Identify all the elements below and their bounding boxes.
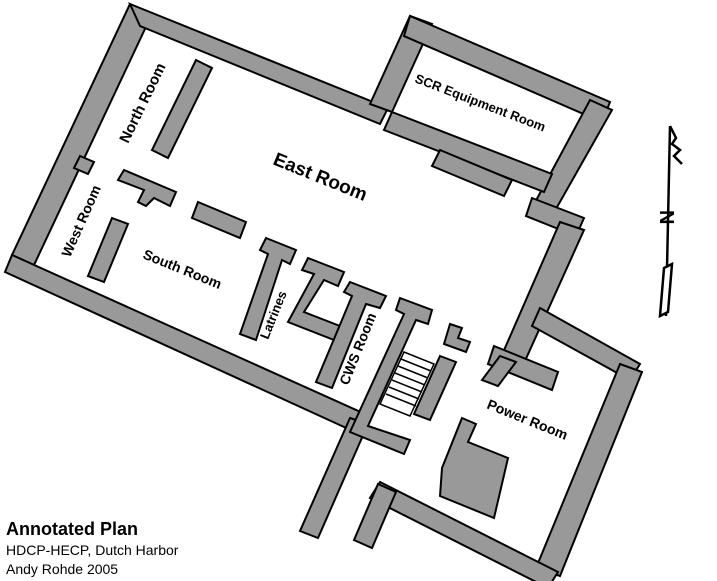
wall-stair-east <box>412 354 458 422</box>
stair-tread <box>400 358 432 372</box>
label-east-room: East Room <box>270 149 370 206</box>
wall-cws-post <box>442 322 472 354</box>
wall-cws-east <box>348 296 434 456</box>
north-letter: N <box>655 210 677 224</box>
wall-power-post <box>480 354 518 388</box>
stairs <box>378 351 436 417</box>
wall-power-sw <box>352 482 398 550</box>
wall-east-long <box>496 220 586 374</box>
generator-block <box>438 416 510 520</box>
wall-north-room <box>150 58 214 160</box>
power-room-walls <box>352 306 644 581</box>
stair-tread <box>397 365 429 379</box>
wall-cws-west <box>314 280 388 390</box>
label-power-room: Power Room <box>485 396 570 443</box>
wall-west-room-side <box>86 216 130 284</box>
wall-south-room-seg <box>190 200 248 240</box>
north-arrow-icon: N <box>655 125 683 319</box>
stair-tread <box>388 386 420 400</box>
label-south-room: South Room <box>141 246 224 292</box>
wall-latrines-west <box>238 236 298 342</box>
wall-scr-east <box>530 98 614 218</box>
wall-latrines-east <box>286 256 346 342</box>
caption-location: HDCP-HECP, Dutch Harbor <box>6 542 179 558</box>
stair-outline <box>378 351 436 417</box>
interior-walls <box>72 58 472 456</box>
wall-east-stub <box>430 148 514 198</box>
stair-tread <box>391 379 423 393</box>
stair-tread <box>385 393 417 407</box>
scr-equipment-room-walls <box>368 14 614 238</box>
wall-scr-south <box>382 110 554 194</box>
stair-tread <box>394 372 426 386</box>
caption-title: Annotated Plan <box>6 519 139 539</box>
wall-power-east <box>534 362 644 578</box>
wall-north <box>128 2 390 126</box>
wall-south-room-top <box>116 168 178 208</box>
outer-walls <box>3 2 390 540</box>
caption-author: Andy Rohde 2005 <box>6 561 119 577</box>
wall-west-room-top <box>72 154 96 176</box>
